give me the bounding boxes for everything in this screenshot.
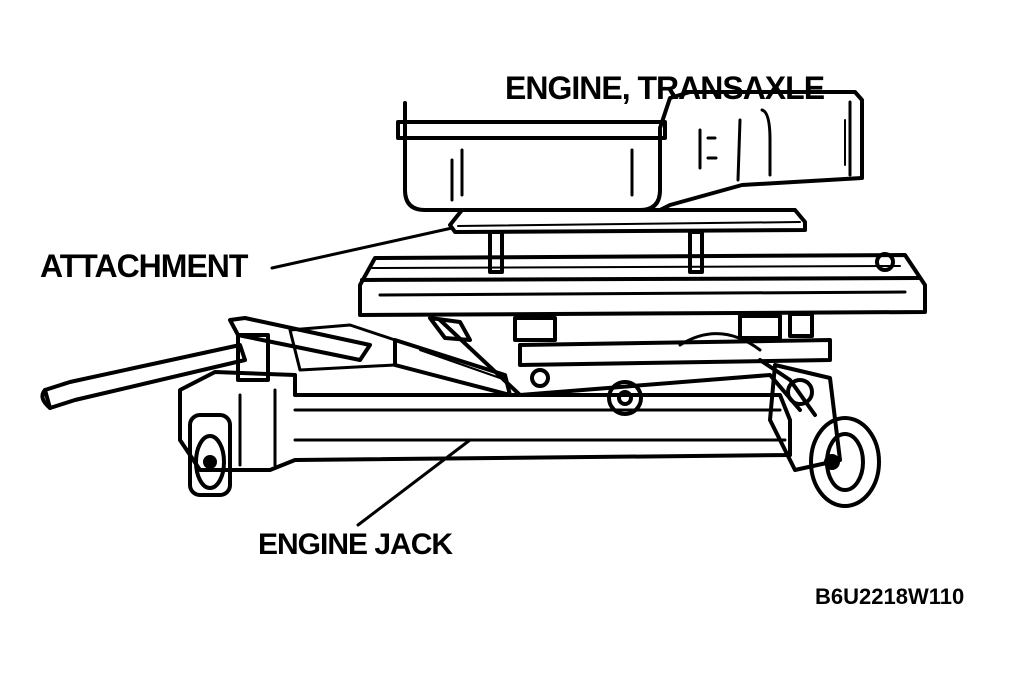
engine-transaxle-assembly (396, 90, 864, 212)
leader-lines (270, 226, 472, 527)
jack-lift-arms (438, 318, 832, 417)
jack-saddle (358, 252, 927, 342)
engine-jack-label: ENGINE JACK (258, 528, 453, 561)
attachment-leader (270, 226, 454, 270)
engine-jack-leader (356, 438, 472, 527)
jack-pump-handle (40, 316, 512, 410)
engine-transaxle-label: ENGINE, TRANSAXLE (505, 70, 825, 106)
attachment-label: ATTACHMENT (40, 248, 248, 284)
attachment-plate (448, 208, 807, 274)
jack-wheels (188, 363, 881, 508)
figure-code: B6U2218W110 (815, 584, 965, 609)
